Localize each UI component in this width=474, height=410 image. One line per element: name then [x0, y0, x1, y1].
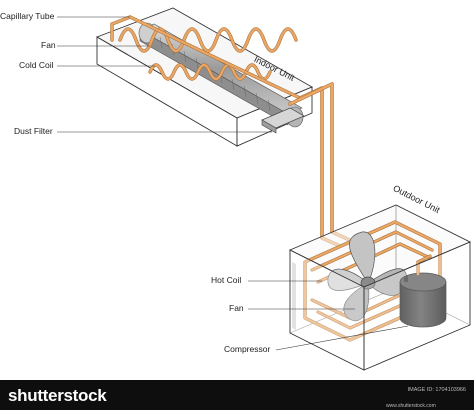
label-capillary-tube: Capillary Tube — [0, 11, 55, 21]
capillary-tube — [110, 15, 302, 100]
leader-lines — [57, 16, 409, 351]
label-dust-filter: Dust Filter — [14, 126, 53, 136]
leader-compressor — [275, 325, 409, 351]
stock-footer: shutterstock www.shutterstock.com IMAGE … — [0, 380, 474, 410]
label-compressor: Compressor — [224, 344, 271, 354]
site-url: www.shutterstock.com — [386, 403, 436, 409]
air-conditioner-diagram — [57, 7, 472, 371]
compressor — [399, 254, 447, 328]
label-cold-coil: Cold Coil — [19, 60, 54, 70]
outdoor-unit — [288, 204, 472, 371]
image-id: IMAGE ID: 1704103966 — [407, 387, 466, 393]
label-fan-indoor: Fan — [41, 40, 56, 50]
outdoor-unit-side-face — [363, 241, 471, 371]
outdoor-fan — [327, 231, 407, 322]
label-hot-coil: Hot Coil — [211, 275, 242, 285]
dust-filter — [261, 107, 305, 134]
shutterstock-logo: shutterstock — [8, 386, 107, 405]
label-fan-outdoor: Fan — [229, 303, 244, 313]
image-meta: IMAGE ID: 1704103966 — [408, 386, 466, 394]
